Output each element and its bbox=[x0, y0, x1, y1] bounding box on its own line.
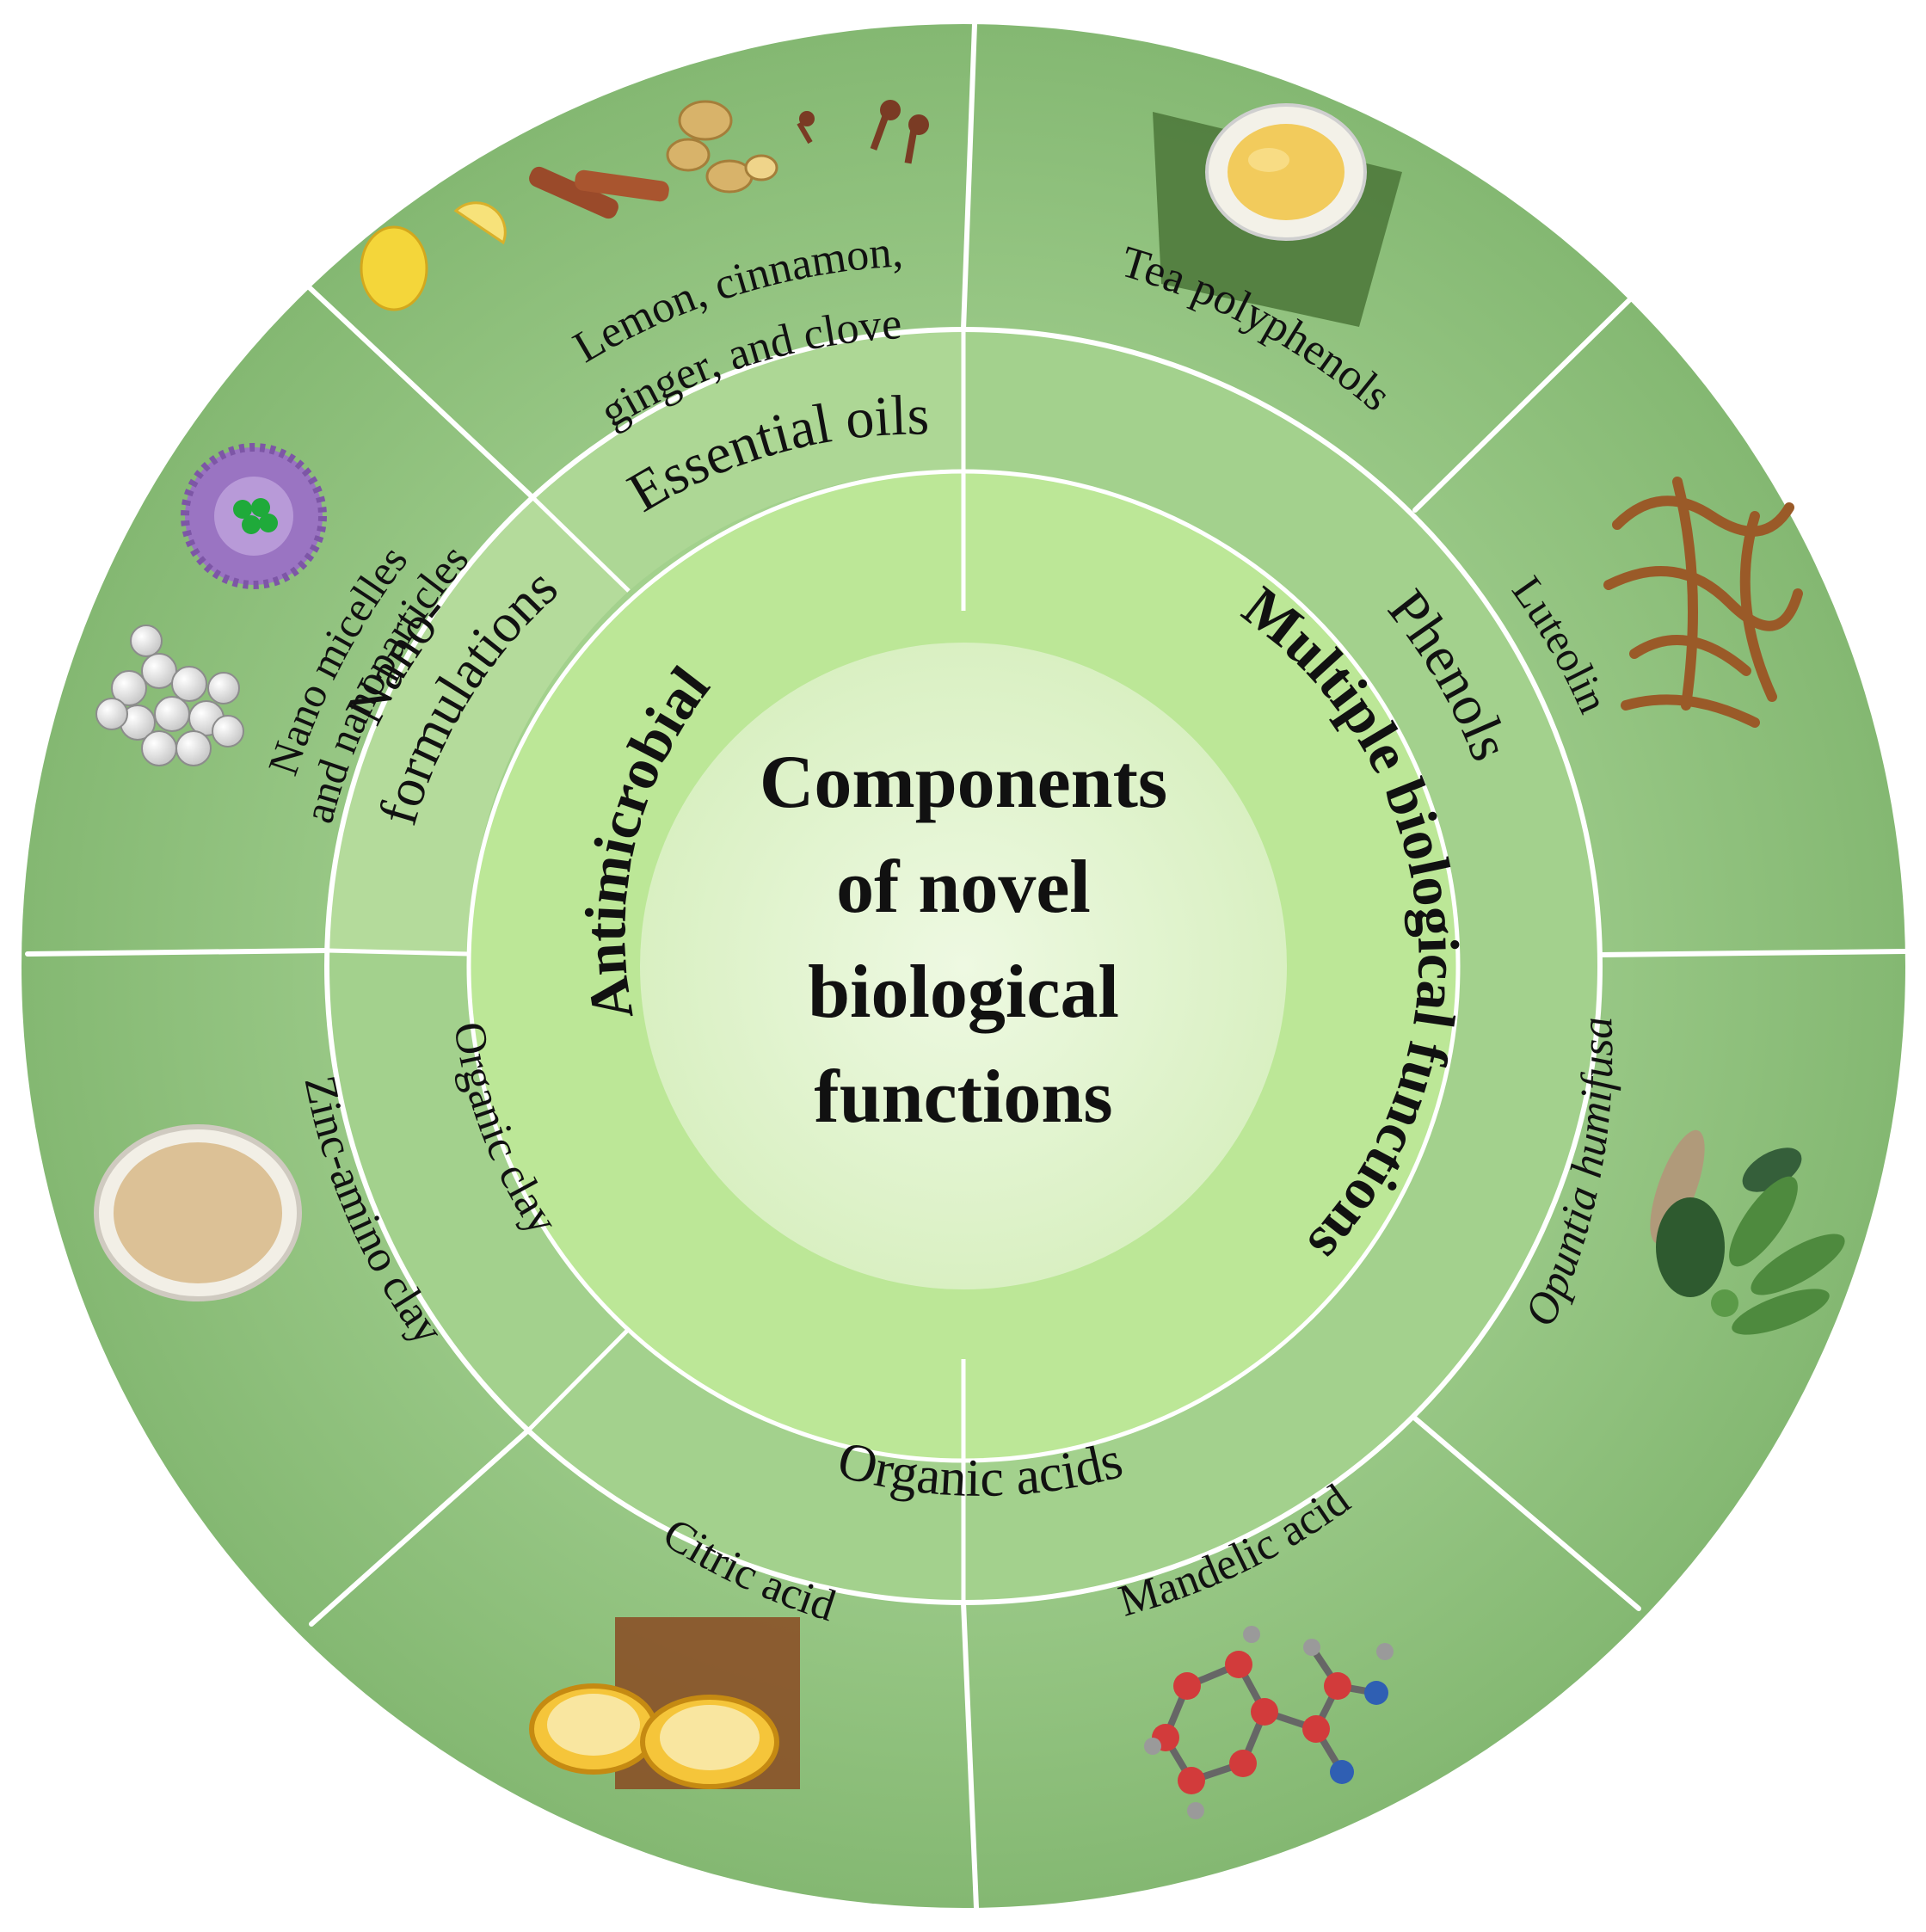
essential-oils-segment bbox=[532, 329, 963, 591]
citric-acid-lemons-illustration bbox=[529, 1617, 800, 1789]
center-title-line-1: Components bbox=[760, 741, 1167, 824]
center-title-line-4: functions bbox=[814, 1055, 1112, 1139]
ginger-icon bbox=[666, 100, 778, 194]
lemon-slice-icon bbox=[453, 201, 507, 245]
clove-icon bbox=[797, 100, 929, 164]
tea-cup-illustration bbox=[1153, 103, 1402, 327]
center-title-line-2: of novel bbox=[836, 846, 1091, 929]
center-title-line-3: biological bbox=[808, 951, 1119, 1034]
nano-micelle-illustration bbox=[181, 443, 327, 589]
outer-dividers bbox=[25, 22, 1908, 1910]
opuntia-cactus-illustration bbox=[1650, 1129, 1845, 1335]
lemon-icon bbox=[360, 225, 428, 311]
luteolin-herb-illustration bbox=[1603, 477, 1803, 728]
cinnamon-stick-icon-2 bbox=[575, 169, 669, 202]
inner-ring-edge bbox=[466, 469, 1461, 1463]
cinnamon-stick-icon bbox=[529, 166, 618, 219]
mandelic-acid-molecule-illustration bbox=[1144, 1626, 1394, 1819]
center-circle bbox=[640, 643, 1287, 1289]
spices-illustration bbox=[360, 100, 929, 311]
zinc-amino-clay-dish-illustration bbox=[94, 1124, 302, 1301]
nanoparticles-illustration bbox=[95, 625, 244, 766]
nano-formulations-segment bbox=[327, 497, 629, 954]
